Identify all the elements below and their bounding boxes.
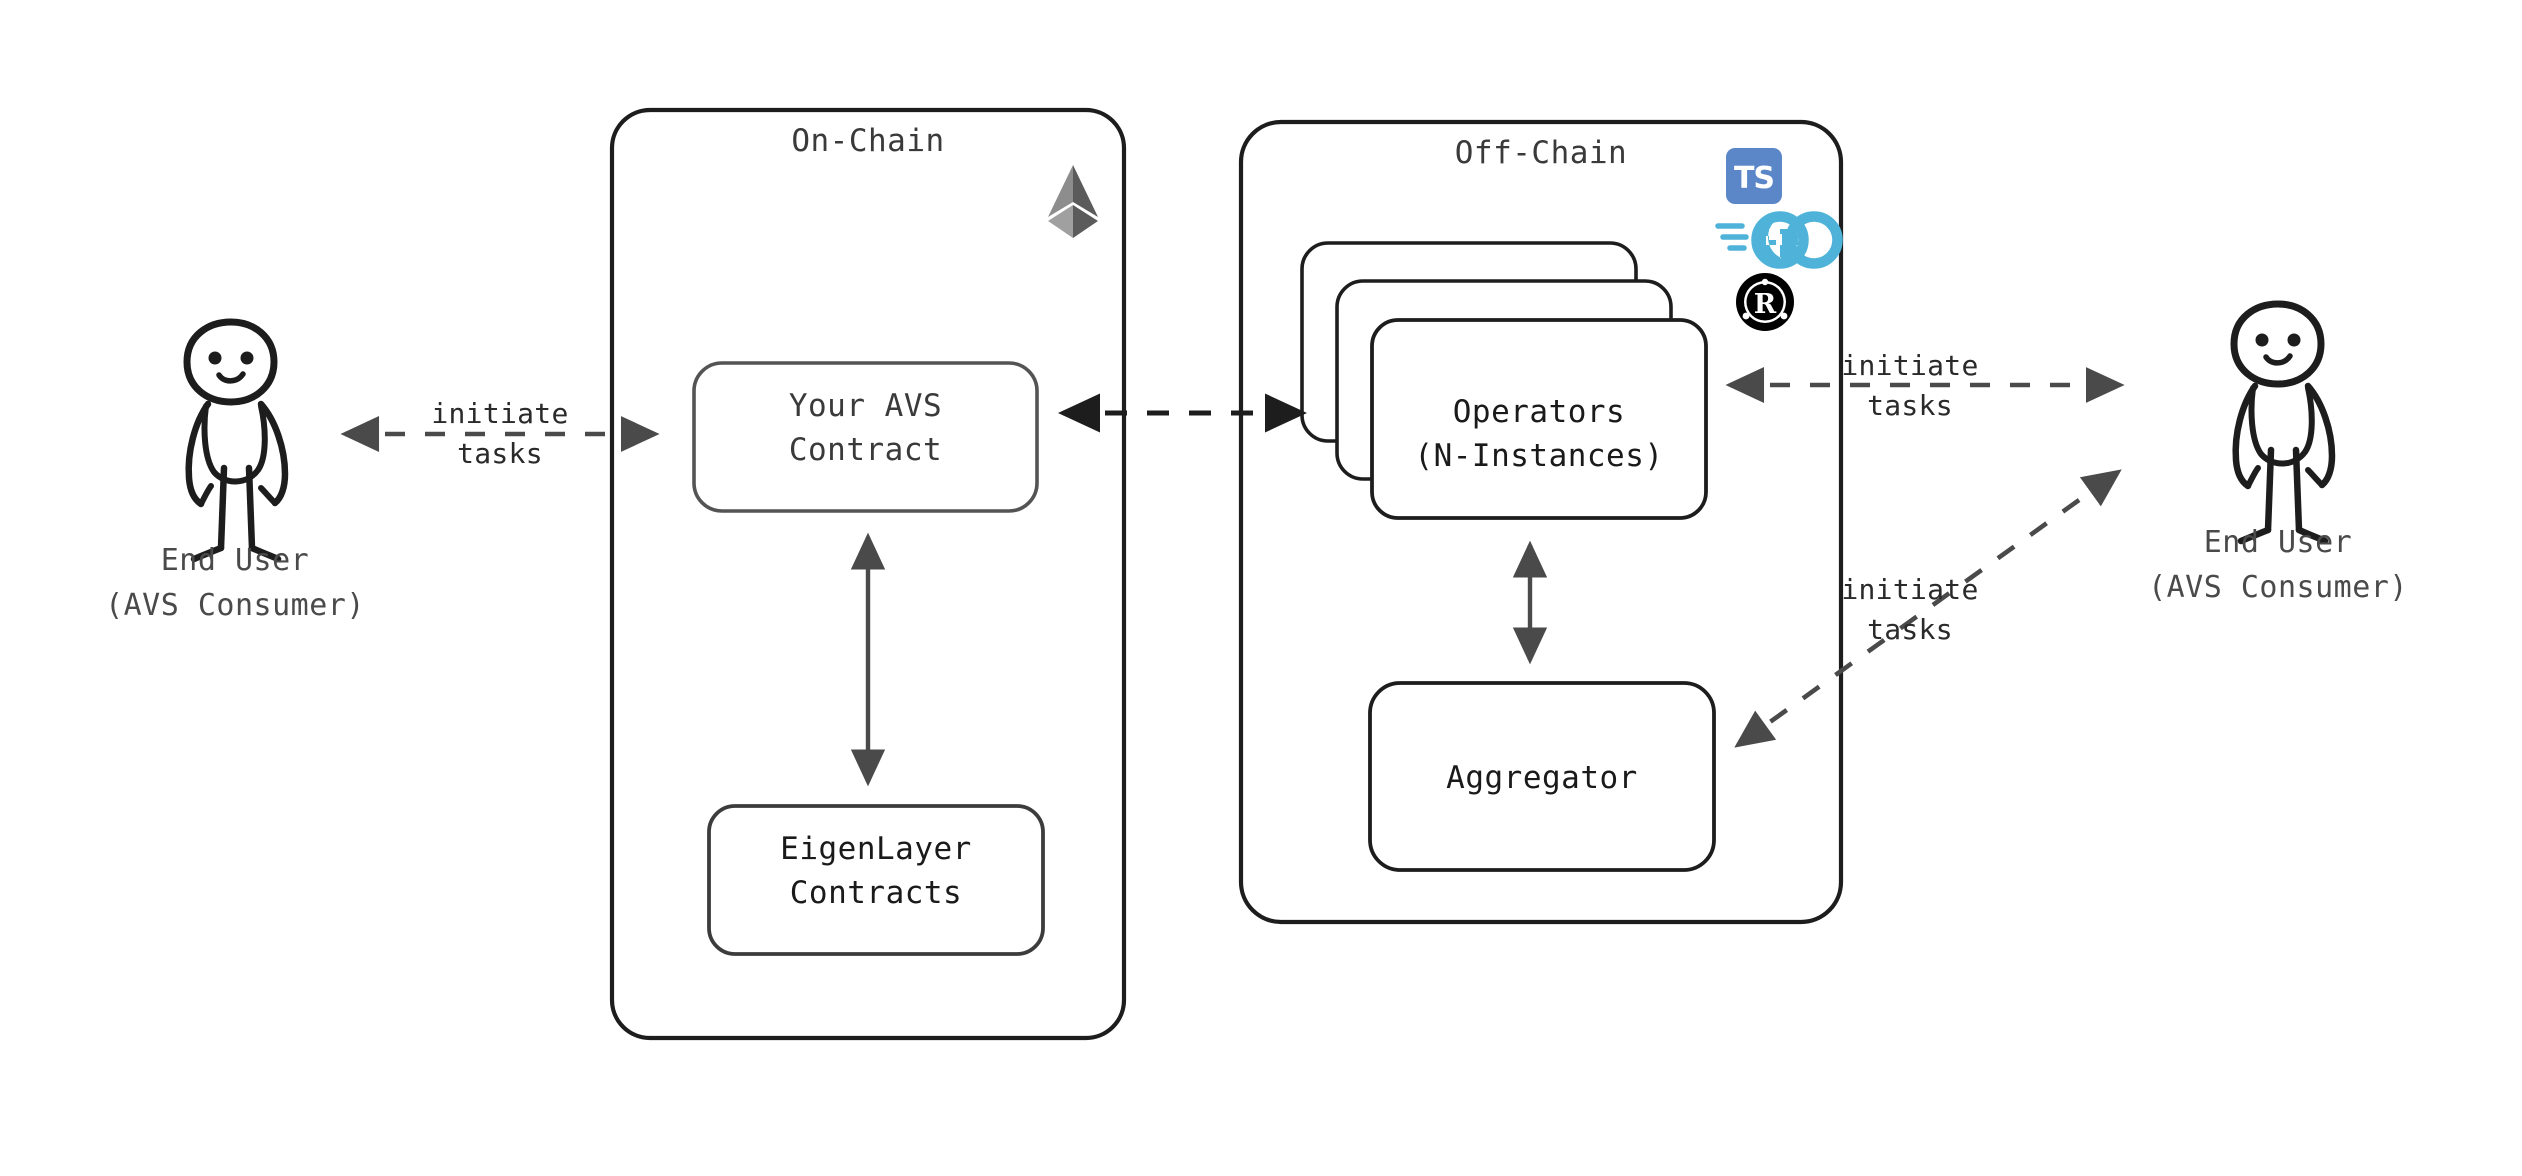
node-eigenlayer-contracts[interactable] — [707, 804, 1045, 956]
edge-label-aggregator-user-line2: tasks — [1867, 613, 1953, 646]
aggregator-label: Aggregator — [1446, 760, 1638, 796]
end-user-right-label-line1: End User — [2203, 525, 2353, 560]
end-user-left-label-line1: End User — [160, 543, 310, 578]
node-operators[interactable] — [1300, 241, 1708, 520]
end-user-right-label-line2: (AVS Consumer) — [2148, 570, 2408, 605]
stick-figure-icon-right — [2230, 300, 2336, 545]
node-aggregator[interactable] — [1368, 681, 1716, 872]
node-your-avs-contract[interactable] — [692, 361, 1039, 513]
golang-icon — [1715, 211, 1843, 269]
edge-label-operators-user-line2: tasks — [1867, 389, 1953, 422]
your-avs-contract-label-line2: Contract — [788, 432, 943, 468]
edge-label-operators-user-line1: initiate — [1841, 349, 1979, 382]
on-chain-title: On-Chain — [791, 123, 945, 159]
ethereum-icon — [1048, 165, 1098, 238]
your-avs-contract-label-line1: Your AVS — [788, 388, 943, 424]
eigenlayer-contracts-label-line2: Contracts — [789, 875, 963, 911]
edge-label-user-left-line2: tasks — [457, 437, 543, 470]
eigenlayer-contracts-label-line1: EigenLayer — [780, 831, 972, 867]
off-chain-title: Off-Chain — [1454, 135, 1628, 171]
eigenlayer-contracts-border — [707, 804, 1045, 956]
stick-figure-icon-left — [183, 318, 289, 563]
typescript-icon: TS — [1726, 148, 1782, 204]
operators-label-line2: (N-Instances) — [1414, 438, 1664, 474]
rust-icon: R — [1736, 273, 1794, 331]
svg-text:R: R — [1754, 289, 1777, 320]
end-user-left-label-line2: (AVS Consumer) — [105, 588, 365, 623]
edge-label-aggregator-user-line1: initiate — [1841, 573, 1979, 606]
your-avs-contract-border — [692, 361, 1039, 513]
aggregator-border — [1368, 681, 1716, 872]
operators-stack-front — [1370, 318, 1708, 520]
edge-label-user-left-line1: initiate — [431, 397, 569, 430]
operators-label-line1: Operators — [1452, 394, 1626, 430]
